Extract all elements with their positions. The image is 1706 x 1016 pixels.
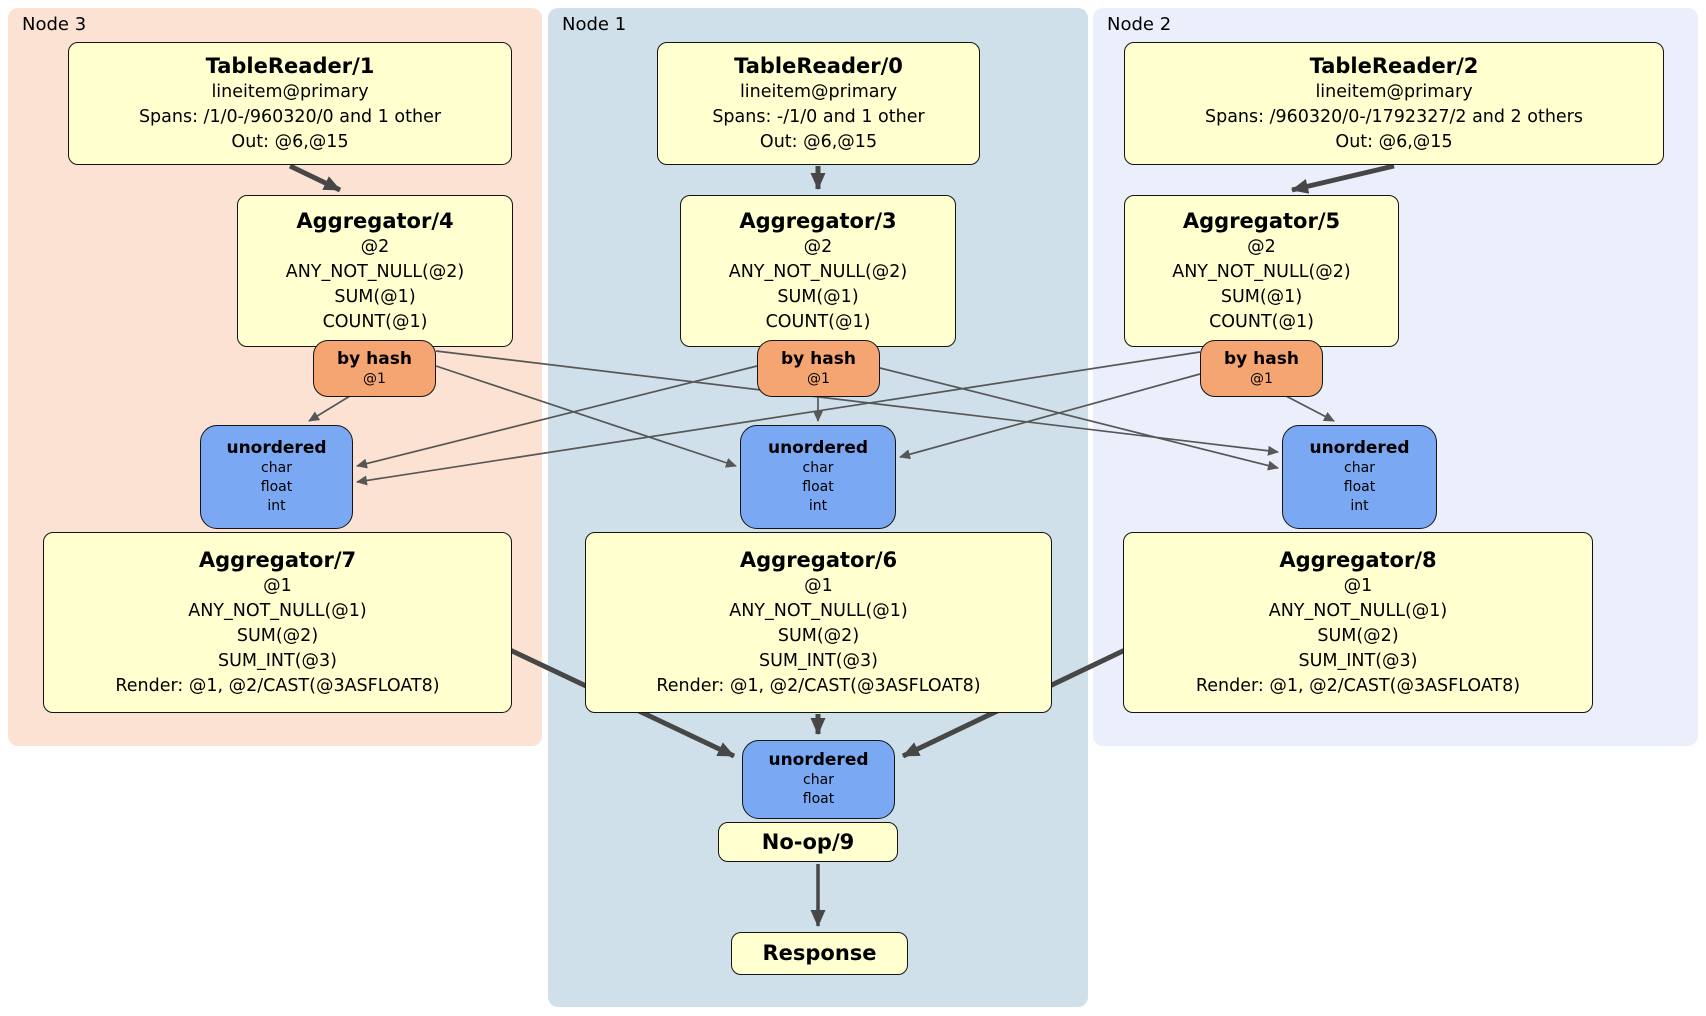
router-title: by hash: [781, 348, 856, 369]
sync-column-type: int: [808, 498, 828, 514]
panel-node-1-label: Node 1: [562, 14, 627, 35]
processor-detail: Spans: /1/0-/960320/0 and 1 other: [138, 106, 442, 127]
processor-aggregator-3: Aggregator/3 @2 ANY_NOT_NULL(@2) SUM(@1)…: [680, 195, 956, 347]
processor-detail: ANY_NOT_NULL(@1): [188, 600, 367, 621]
router-detail: @1: [1250, 370, 1273, 387]
processor-detail: Out: @6,@15: [1335, 131, 1453, 152]
processor-detail: COUNT(@1): [322, 311, 428, 332]
processor-detail: @2: [1247, 236, 1276, 257]
processor-detail: @2: [360, 236, 390, 257]
processor-detail: SUM(@1): [1220, 286, 1303, 307]
router-by-hash-5: by hash @1: [1200, 340, 1323, 397]
processor-detail: SUM(@1): [334, 286, 416, 307]
router-by-hash-4: by hash @1: [313, 340, 436, 397]
processor-detail: Render: @1, @2/CAST(@3ASFLOAT8): [115, 675, 440, 696]
processor-tablereader-2: TableReader/2 lineitem@primary Spans: /9…: [1124, 42, 1664, 165]
sync-title: unordered: [768, 750, 869, 770]
processor-title: Aggregator/5: [1182, 208, 1341, 233]
processor-detail: SUM(@2): [777, 625, 860, 646]
processor-detail: @1: [263, 575, 292, 596]
processor-detail: SUM(@2): [236, 625, 319, 646]
sync-title: unordered: [1309, 438, 1410, 458]
processor-detail: SUM_INT(@3): [218, 650, 337, 671]
sync-unordered-7: unordered char float int: [200, 425, 353, 529]
processor-detail: COUNT(@1): [765, 311, 871, 332]
processor-aggregator-4: Aggregator/4 @2 ANY_NOT_NULL(@2) SUM(@1)…: [237, 195, 513, 347]
sync-column-type: char: [1344, 460, 1375, 476]
panel-node-2-label: Node 2: [1107, 14, 1172, 35]
router-title: by hash: [1224, 348, 1299, 369]
processor-detail: Out: @6,@15: [759, 131, 878, 152]
processor-noop-9: No-op/9: [718, 822, 898, 862]
panel-node-3-label: Node 3: [22, 14, 87, 35]
processor-detail: Out: @6,@15: [231, 131, 349, 152]
router-title: by hash: [337, 348, 412, 369]
processor-title: TableReader/1: [205, 53, 375, 78]
sync-column-type: float: [1343, 479, 1376, 495]
processor-title: Aggregator/4: [296, 208, 454, 233]
processor-title: TableReader/2: [1309, 53, 1479, 78]
router-detail: @1: [363, 370, 386, 387]
processor-detail: @1: [1343, 575, 1373, 596]
processor-detail: SUM(@2): [1317, 625, 1399, 646]
sync-title: unordered: [767, 438, 869, 458]
processor-detail: @2: [803, 236, 833, 257]
processor-tablereader-1: TableReader/1 lineitem@primary Spans: /1…: [68, 42, 512, 165]
processor-aggregator-8: Aggregator/8 @1 ANY_NOT_NULL(@1) SUM(@2)…: [1123, 532, 1593, 713]
router-by-hash-3: by hash @1: [757, 340, 880, 397]
processor-title: No-op/9: [761, 829, 855, 854]
processor-detail: ANY_NOT_NULL(@1): [1268, 600, 1448, 621]
sync-column-type: float: [260, 479, 293, 495]
sync-column-type: char: [802, 460, 834, 476]
processor-detail: Render: @1, @2/CAST(@3ASFLOAT8): [1195, 675, 1521, 696]
sync-unordered-8: unordered char float int: [1282, 425, 1437, 529]
processor-detail: SUM(@1): [777, 286, 859, 307]
processor-detail: lineitem@primary: [1315, 81, 1473, 102]
processor-detail: @1: [804, 575, 833, 596]
processor-detail: lineitem@primary: [739, 81, 898, 102]
sync-unordered-final: unordered char float: [742, 740, 895, 819]
processor-title: Aggregator/3: [739, 208, 897, 233]
sync-column-type: char: [261, 460, 292, 476]
processor-detail: ANY_NOT_NULL(@2): [728, 261, 908, 282]
processor-aggregator-5: Aggregator/5 @2 ANY_NOT_NULL(@2) SUM(@1)…: [1124, 195, 1399, 347]
processor-title: TableReader/0: [734, 53, 903, 78]
processor-aggregator-7: Aggregator/7 @1 ANY_NOT_NULL(@1) SUM(@2)…: [43, 532, 512, 713]
response-box: Response: [731, 932, 908, 975]
processor-detail: ANY_NOT_NULL(@2): [285, 261, 465, 282]
sync-column-type: int: [267, 498, 286, 514]
processor-detail: lineitem@primary: [211, 81, 369, 102]
processor-detail: Render: @1, @2/CAST(@3ASFLOAT8): [656, 675, 981, 696]
sync-column-type: float: [802, 479, 834, 495]
sync-column-type: float: [802, 791, 835, 807]
response-title: Response: [762, 941, 877, 965]
sync-column-type: char: [803, 772, 834, 788]
processor-detail: SUM_INT(@3): [759, 650, 878, 671]
processor-title: Aggregator/7: [198, 547, 357, 572]
router-detail: @1: [807, 370, 830, 387]
processor-detail: SUM_INT(@3): [1298, 650, 1418, 671]
processor-detail: ANY_NOT_NULL(@2): [1172, 261, 1351, 282]
processor-tablereader-0: TableReader/0 lineitem@primary Spans: -/…: [657, 42, 980, 165]
sync-column-type: int: [1350, 498, 1369, 514]
sync-title: unordered: [226, 438, 327, 458]
processor-title: Aggregator/6: [739, 547, 898, 572]
processor-aggregator-6: Aggregator/6 @1 ANY_NOT_NULL(@1) SUM(@2)…: [585, 532, 1052, 713]
processor-detail: Spans: /960320/0-/1792327/2 and 2 others: [1204, 106, 1583, 127]
processor-detail: ANY_NOT_NULL(@1): [729, 600, 908, 621]
processor-detail: COUNT(@1): [1209, 311, 1314, 332]
sync-unordered-6: unordered char float int: [740, 425, 896, 529]
processor-title: Aggregator/8: [1279, 547, 1437, 572]
processor-detail: Spans: -/1/0 and 1 other: [712, 106, 925, 127]
